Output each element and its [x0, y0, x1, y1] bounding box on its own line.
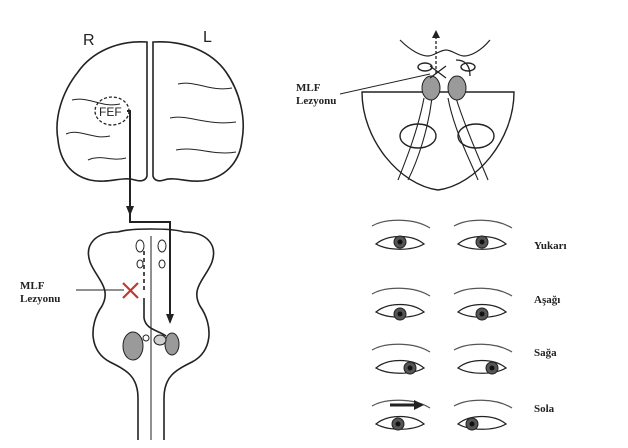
eye-right-right-eye — [371, 343, 431, 375]
upward-arrow-head — [432, 30, 440, 38]
sola-gaze-arrow-head — [414, 400, 424, 410]
lesion-top-pointer-line — [339, 73, 431, 95]
mlf-cross-section-pathway — [429, 38, 471, 79]
gaze-label-up: Yukarı — [534, 240, 567, 252]
eye-down-left-eye — [453, 287, 513, 321]
eye-up-right-eye — [371, 219, 431, 250]
gaze-label-left: Sola — [534, 403, 555, 415]
pupil — [479, 311, 485, 317]
pathway-arrow-2 — [166, 314, 174, 324]
lesion-left-line1: MLF — [20, 280, 45, 292]
lesion-top-line1: MLF — [296, 82, 321, 94]
pathway-arrow-1 — [126, 206, 134, 216]
gaze-label-right: Sağa — [534, 347, 557, 359]
pupil — [397, 311, 403, 317]
gaze-label-down: Aşağı — [534, 294, 560, 306]
pupil — [479, 239, 485, 245]
pupil — [407, 365, 413, 371]
right-hemisphere-label: R — [83, 32, 95, 49]
pontine-nuclei — [122, 331, 180, 361]
oculomotor-nuclei — [421, 75, 467, 101]
left-hemisphere-label: L — [203, 29, 212, 46]
fef-label: FEF — [99, 105, 122, 119]
eye-right-left-eye — [453, 343, 513, 375]
mlf-pathway — [143, 250, 167, 337]
gaze-eye-rows — [371, 219, 513, 431]
pupil — [395, 421, 401, 427]
lesion-mark — [122, 282, 139, 299]
lesion-top-line2: Lezyonu — [296, 95, 336, 107]
eye-down-right-eye — [371, 287, 431, 321]
pupil — [489, 365, 495, 371]
eye-up-left-eye — [453, 219, 513, 250]
eye-left-left-eye — [453, 399, 513, 431]
pupil — [469, 421, 475, 427]
brainstem-drawing — [87, 228, 215, 440]
fef-pathway — [127, 110, 171, 322]
eye-left-right-eye — [371, 399, 431, 431]
pupil — [397, 239, 403, 245]
lesion-left-line2: Lezyonu — [20, 293, 60, 305]
cerebrum-drawing — [56, 41, 245, 182]
cross-section-drawing — [361, 39, 515, 191]
